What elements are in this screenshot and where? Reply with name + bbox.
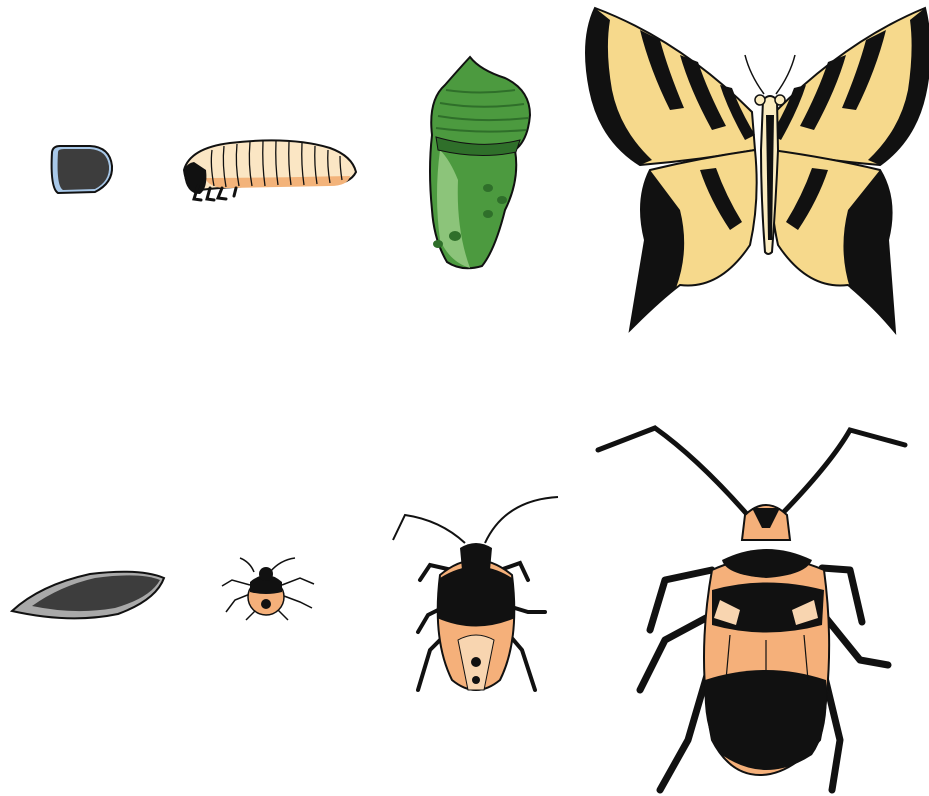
large-nymph-icon [393,497,558,690]
small-nymph-icon [222,558,314,620]
milkweed-bug-icon [598,428,905,790]
caterpillar-icon [184,140,356,200]
bug-egg-icon [12,572,164,619]
butterfly-egg-icon [52,146,112,193]
swallowtail-butterfly-icon [586,8,929,332]
chrysalis-icon [430,57,530,268]
